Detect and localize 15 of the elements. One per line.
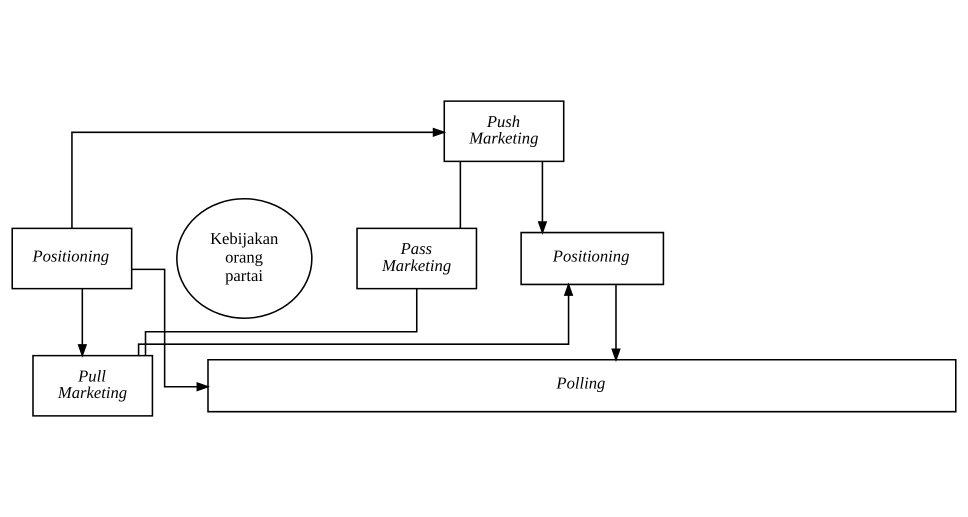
arrow xyxy=(538,161,548,235)
connector xyxy=(460,161,462,228)
arrow xyxy=(78,288,88,358)
node-box: Positioning xyxy=(520,232,664,286)
arrow xyxy=(71,128,446,228)
node-box: Polling xyxy=(207,358,957,412)
node-box: Push Marketing xyxy=(444,100,564,162)
connector xyxy=(144,288,418,356)
node-box: Positioning xyxy=(11,228,132,290)
arrow xyxy=(132,268,210,392)
node-box: Pass Marketing xyxy=(356,228,478,290)
node-ellipse: Kebijakan orang partai xyxy=(176,198,313,319)
arrow xyxy=(611,284,621,362)
arrow xyxy=(138,282,574,356)
node-box: Pull Marketing xyxy=(32,354,154,417)
